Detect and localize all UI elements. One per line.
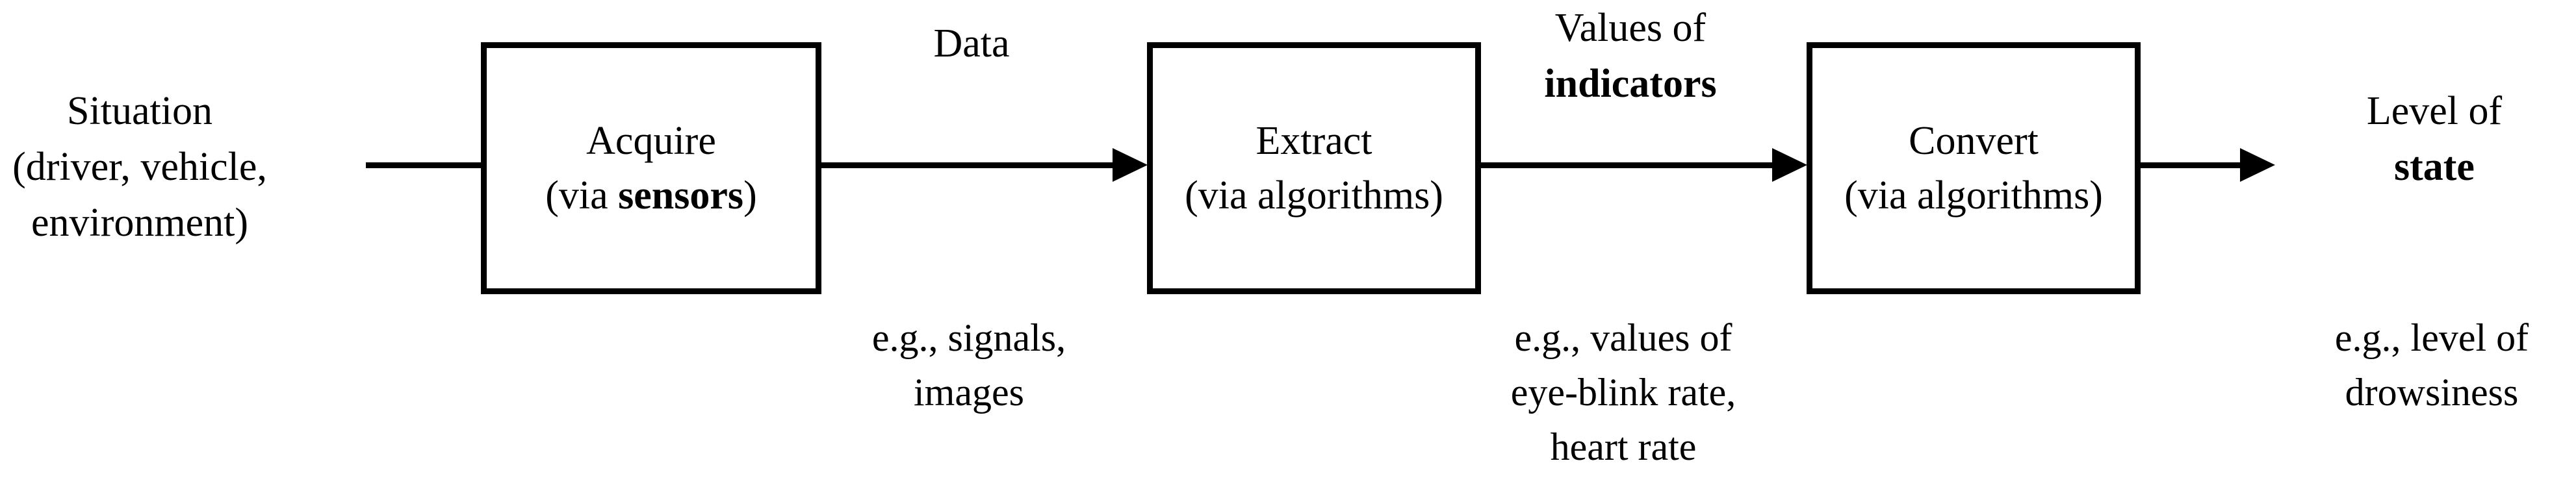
- flow-example-data-line2: images: [914, 371, 1024, 414]
- box-extract-subtitle: (via algorithms): [1185, 168, 1443, 223]
- flow-label-state: Level of state: [2293, 83, 2576, 195]
- box-acquire-subtitle-bold: sensors: [618, 173, 744, 218]
- flow-label-indicators-bold: indicators: [1544, 62, 1717, 106]
- flow-example-state: e.g., level of drowsiness: [2287, 310, 2576, 420]
- connector-situation-to-acquire: [366, 162, 487, 168]
- arrow-head-icon-acquire-to-extract: [1113, 148, 1148, 182]
- box-acquire-subtitle-prefix: (via: [545, 173, 619, 218]
- arrow-head-icon-convert-to-output: [2240, 148, 2275, 182]
- box-extract-title: Extract: [1256, 119, 1372, 163]
- process-box-acquire[interactable]: Acquire (via sensors): [481, 42, 821, 294]
- flow-example-indicators-line2: eye-blink rate,: [1510, 371, 1736, 414]
- flow-example-data: e.g., signals, images: [829, 310, 1109, 420]
- flow-label-data: Data: [832, 16, 1111, 71]
- flow-label-state-bold: state: [2394, 145, 2475, 189]
- box-convert-subtitle-prefix: (via: [1844, 173, 1918, 218]
- process-box-convert[interactable]: Convert (via algorithms): [1807, 42, 2141, 294]
- flow-label-indicators-line1: Values of: [1554, 6, 1707, 50]
- flow-label-state-line1: Level of: [2366, 89, 2503, 133]
- input-label-situation: Situation (driver, vehicle, environment): [0, 83, 279, 251]
- input-label-line3: environment): [31, 201, 248, 245]
- box-extract-subtitle-bold: algorithms: [1257, 173, 1430, 218]
- box-extract-subtitle-prefix: (via: [1185, 173, 1258, 218]
- flow-example-state-line1: e.g., level of: [2334, 316, 2529, 359]
- input-label-line2: (driver, vehicle,: [12, 145, 267, 189]
- box-convert-subtitle: (via algorithms): [1844, 168, 2103, 223]
- flow-example-state-line2: drowsiness: [2345, 371, 2519, 414]
- flow-label-indicators: Values of indicators: [1491, 0, 1770, 112]
- connector-acquire-to-extract: [818, 162, 1116, 168]
- box-acquire-title: Acquire: [586, 119, 716, 163]
- box-convert-subtitle-bold: algorithms: [1917, 173, 2090, 218]
- flow-example-data-line1: e.g., signals,: [871, 316, 1066, 359]
- flow-label-data-line1: Data: [933, 21, 1010, 66]
- flow-example-indicators-line3: heart rate: [1550, 425, 1697, 468]
- input-label-line1: Situation: [67, 89, 213, 133]
- box-extract-subtitle-suffix: ): [1430, 173, 1443, 218]
- connector-convert-to-output: [2137, 162, 2241, 168]
- box-acquire-subtitle: (via sensors): [545, 168, 756, 223]
- box-convert-subtitle-suffix: ): [2089, 173, 2103, 218]
- flow-example-indicators: e.g., values of eye-blink rate, heart ra…: [1474, 310, 1773, 474]
- process-box-extract[interactable]: Extract (via algorithms): [1147, 42, 1481, 294]
- arrow-head-icon-extract-to-convert: [1772, 148, 1807, 182]
- box-convert-title: Convert: [1909, 119, 2039, 163]
- connector-extract-to-convert: [1477, 162, 1776, 168]
- box-acquire-subtitle-suffix: ): [743, 173, 757, 218]
- flow-example-indicators-line1: e.g., values of: [1514, 316, 1732, 359]
